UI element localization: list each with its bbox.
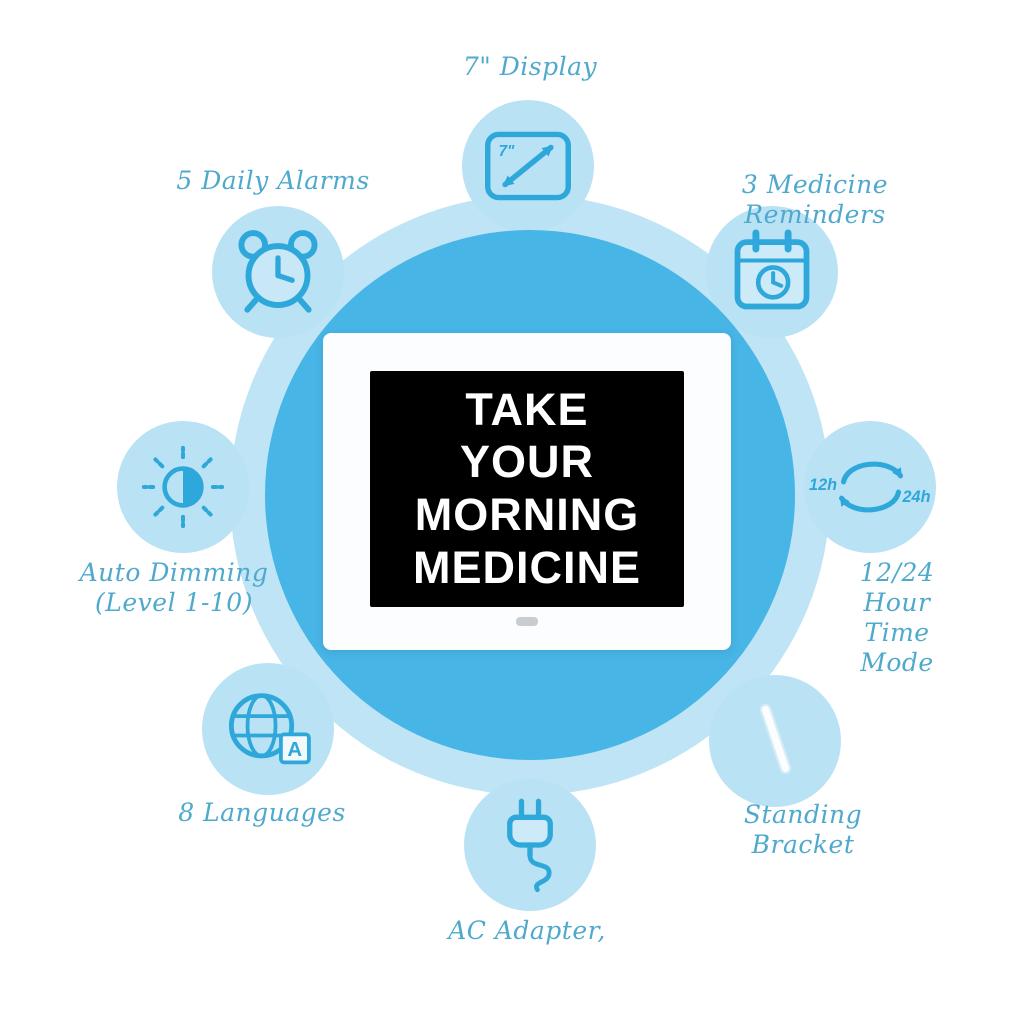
feature-bubble-languages: A — [202, 663, 334, 795]
display-size-icon: 7" — [485, 131, 571, 201]
display-size-text: 7" — [499, 143, 515, 160]
device-sensor-dot — [516, 617, 538, 626]
feature-bubble-timemode: 12h 24h — [804, 421, 936, 553]
feature-bubble-display: 7" — [462, 100, 594, 232]
feature-bubble-alarms — [212, 206, 344, 338]
time-mode-icon: 12h 24h — [809, 461, 931, 513]
feature-label-adapter: AC Adapter, — [448, 916, 606, 945]
feature-bubble-bracket — [709, 675, 841, 807]
feature-bubble-reminders — [706, 206, 838, 338]
feature-bubble-dimming — [117, 421, 249, 553]
feature-label-dimming: Auto Dimming (Level 1-10) — [79, 558, 269, 617]
device-screen: TAKE YOUR MORNING MEDICINE — [370, 371, 684, 607]
feature-label-timemode: 12/24 Hour Time Mode — [859, 558, 935, 677]
language-letter-text: A — [287, 738, 302, 761]
auto-dimming-icon — [141, 445, 225, 529]
feature-label-bracket: Standing Bracket — [743, 800, 863, 859]
alarm-clock-icon — [238, 230, 318, 313]
feature-label-display: 7" Display — [462, 52, 598, 81]
device-frame: TAKE YOUR MORNING MEDICINE — [323, 333, 731, 650]
feature-label-alarms: 5 Daily Alarms — [176, 166, 370, 195]
feature-label-reminders: 3 Medicine Reminders — [741, 170, 889, 229]
globe-icon: A — [228, 693, 311, 765]
standing-bracket-icon — [759, 703, 792, 775]
screen-reminder-text: TAKE YOUR MORNING MEDICINE — [412, 383, 641, 593]
feature-bubble-adapter — [464, 779, 596, 911]
feature-label-languages: 8 Languages — [178, 798, 346, 827]
time-12h-text: 12h — [809, 476, 837, 494]
ac-adapter-icon — [507, 798, 553, 893]
medicine-calendar-icon — [734, 229, 810, 310]
time-24h-text: 24h — [902, 488, 931, 506]
